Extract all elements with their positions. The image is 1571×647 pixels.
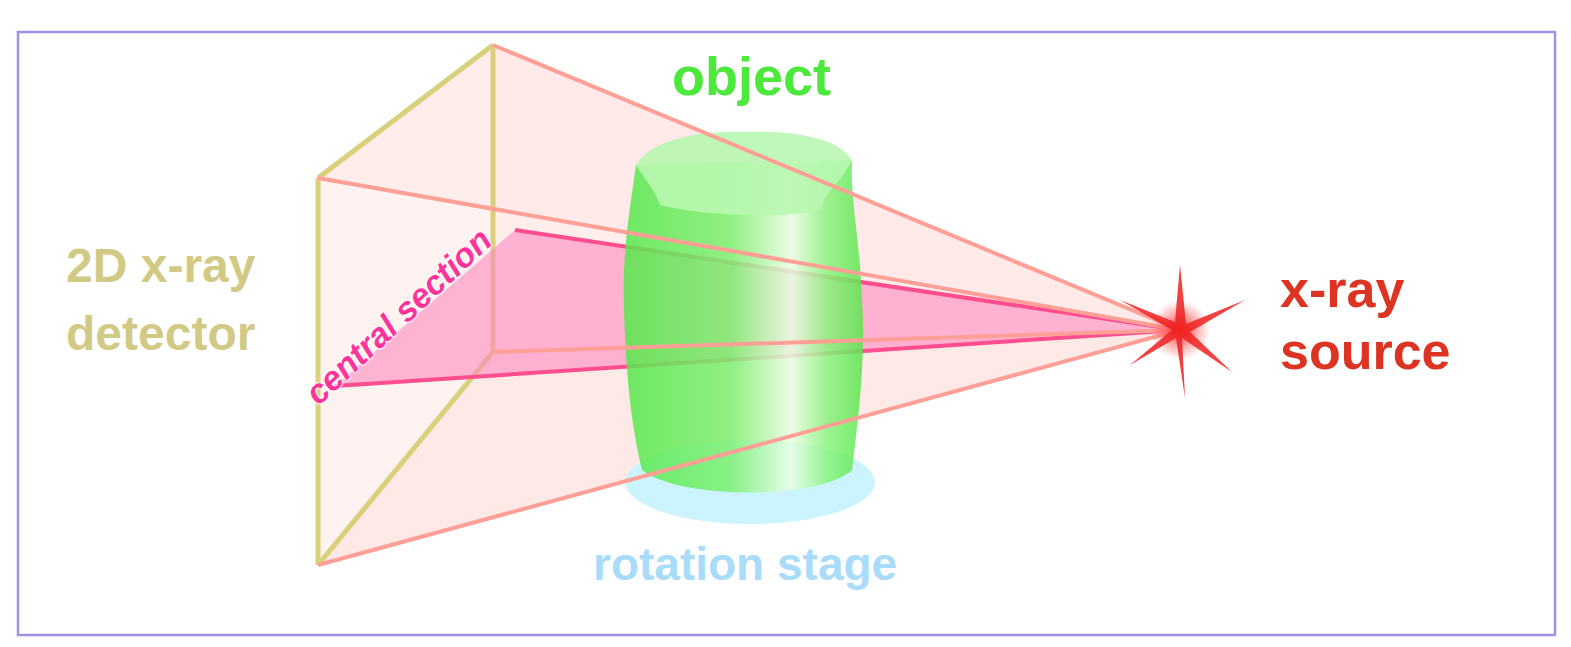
xray-source-star: [1120, 265, 1245, 398]
frame: [18, 32, 1555, 635]
source-label: x-ray source: [1280, 258, 1535, 382]
object-top: [636, 132, 852, 216]
detector-label: 2D x-ray detector: [66, 232, 306, 368]
object-label: object: [672, 44, 831, 108]
cone-edges: [318, 45, 1180, 565]
rotation-stage-label: rotation stage: [593, 536, 897, 592]
